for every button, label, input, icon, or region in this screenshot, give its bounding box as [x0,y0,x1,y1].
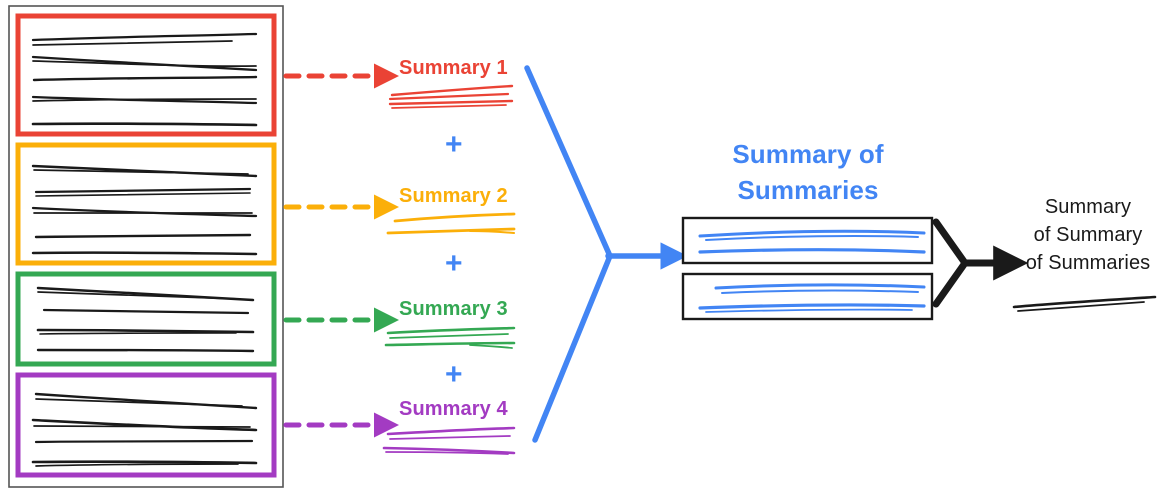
summary-3-label: Summary 3 [399,298,508,320]
summary-of-summaries-title-line2: Summaries [737,175,879,205]
plus-operator-2: + [445,247,463,280]
summary-1-lines [388,84,514,109]
summary-of-summaries-title-line1: Summary of [732,139,884,169]
summary-1-label: Summary 1 [399,57,508,79]
chunk-green-text-lines [36,286,255,353]
summary-3-lines [384,326,516,349]
sos-box-1[interactable] [681,216,934,265]
final-output-label-line3: of Summaries [1025,252,1151,274]
sos-box-1-lines [698,229,926,254]
plus-operator-3: + [445,358,463,391]
plus-operator-1: + [445,128,463,161]
chunk-box-orange[interactable] [15,142,277,266]
black-merge-arrow [932,218,969,308]
summary-4-lines [382,426,516,455]
summary-2-label: Summary 2 [399,185,508,207]
chunk-red-text-lines [31,32,258,127]
summary-4-label: Summary 4 [399,398,508,420]
chunk-purple-text-lines [31,392,258,467]
final-output-label-line1: Summary [1044,196,1132,218]
sos-box-2-lines [698,283,926,313]
final-output-label-line2: of Summary [1033,224,1143,246]
blue-merge-arrow [524,65,613,443]
summary-2-lines [386,212,516,235]
final-output-lines [1012,295,1157,312]
chunk-orange-text-lines [31,164,258,256]
